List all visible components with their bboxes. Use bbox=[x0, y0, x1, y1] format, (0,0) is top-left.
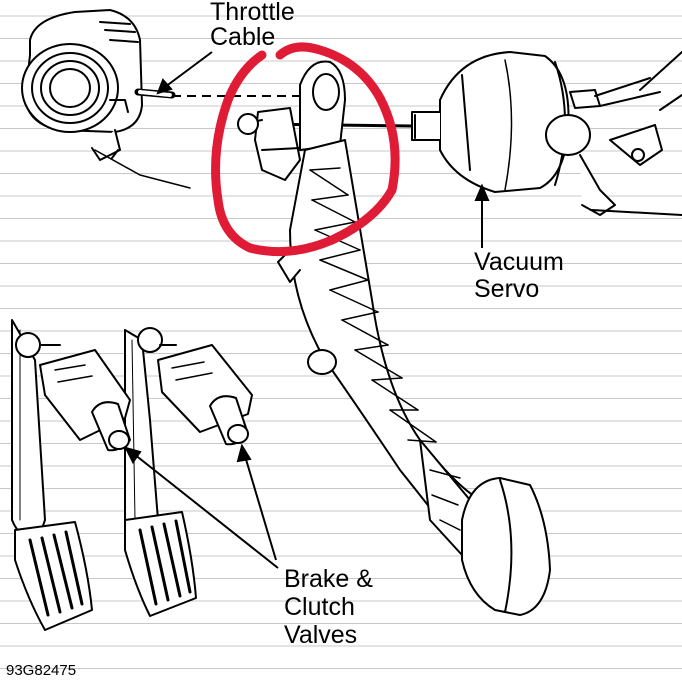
vacuum-servo-label-line1: Vacuum bbox=[474, 248, 564, 276]
throttle-cable-leader-arrow bbox=[156, 51, 213, 95]
figure-code: 93G82475 bbox=[6, 662, 77, 679]
vacuum-servo-drawing bbox=[411, 51, 682, 216]
brake-clutch-leader-arrows bbox=[124, 443, 279, 569]
throttle-cable-label-line2: Cable bbox=[210, 23, 276, 51]
vacuum-servo-leader-arrow bbox=[474, 183, 490, 248]
brake-clutch-valves-label-line1: Brake & bbox=[284, 565, 373, 593]
red-highlight-circle bbox=[211, 42, 400, 257]
brake-clutch-valves-label-line2: Clutch bbox=[284, 593, 355, 621]
throttle-body-drawing bbox=[21, 9, 191, 189]
vacuum-servo-label-line2: Servo bbox=[474, 275, 540, 303]
brake-clutch-valves-label-line3: Valves bbox=[284, 621, 358, 649]
accelerator-pedal-drawing bbox=[237, 60, 551, 616]
brake-clutch-pedals-drawing bbox=[11, 319, 253, 631]
throttle-cable-label-line1: Throttle bbox=[210, 0, 295, 26]
